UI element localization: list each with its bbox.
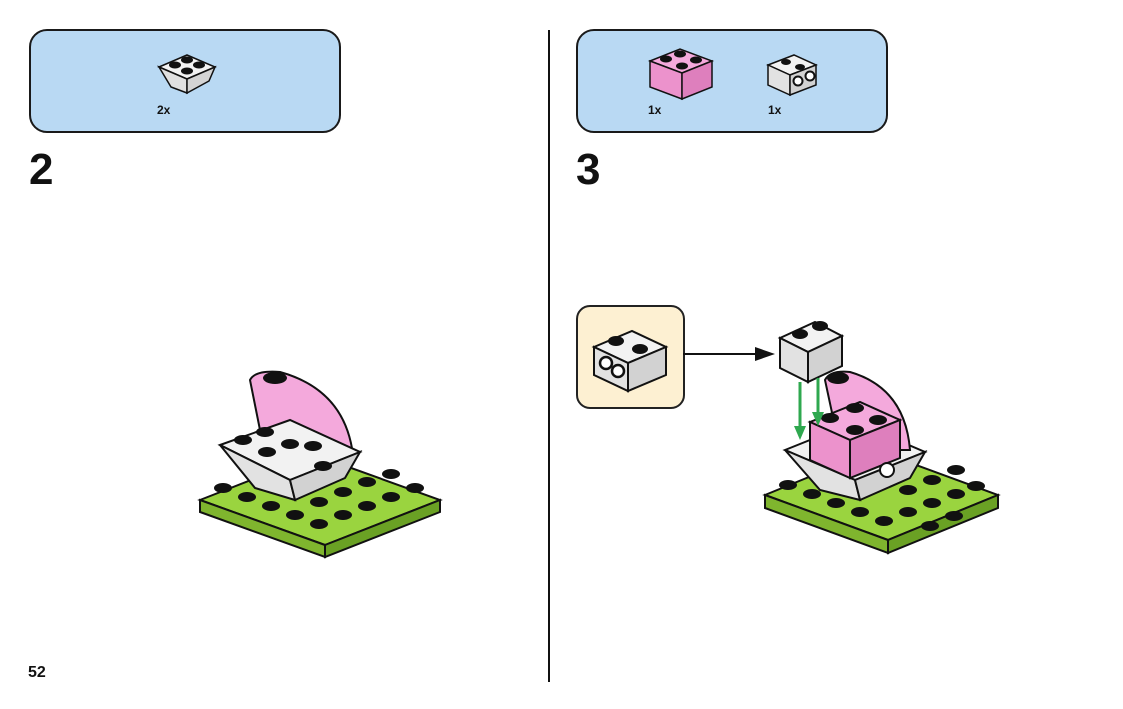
callout-side-stud-brick-icon (591, 329, 669, 393)
step-2-build-illustration (197, 370, 443, 559)
step-3-part-1-qty: 1x (648, 103, 662, 117)
step-3-build-illustration (762, 320, 1001, 555)
white-inverted-slope-part-icon (157, 54, 217, 95)
step-3-part-2-qty: 1x (768, 103, 782, 117)
step-3-number: 3 (576, 145, 601, 194)
white-side-stud-brick-part-icon (766, 54, 818, 97)
page-number: 52 (28, 664, 46, 681)
step-3-callout-box (576, 305, 685, 409)
step-divider (548, 30, 550, 682)
pink-brick-part-icon (647, 48, 715, 101)
step-2-part-qty: 2x (157, 103, 171, 117)
placement-arrow (683, 347, 775, 361)
step-2-parts-box: 2x (29, 29, 341, 133)
step-2-number: 2 (29, 145, 54, 194)
step-3-parts-box: 1x 1x (576, 29, 888, 133)
